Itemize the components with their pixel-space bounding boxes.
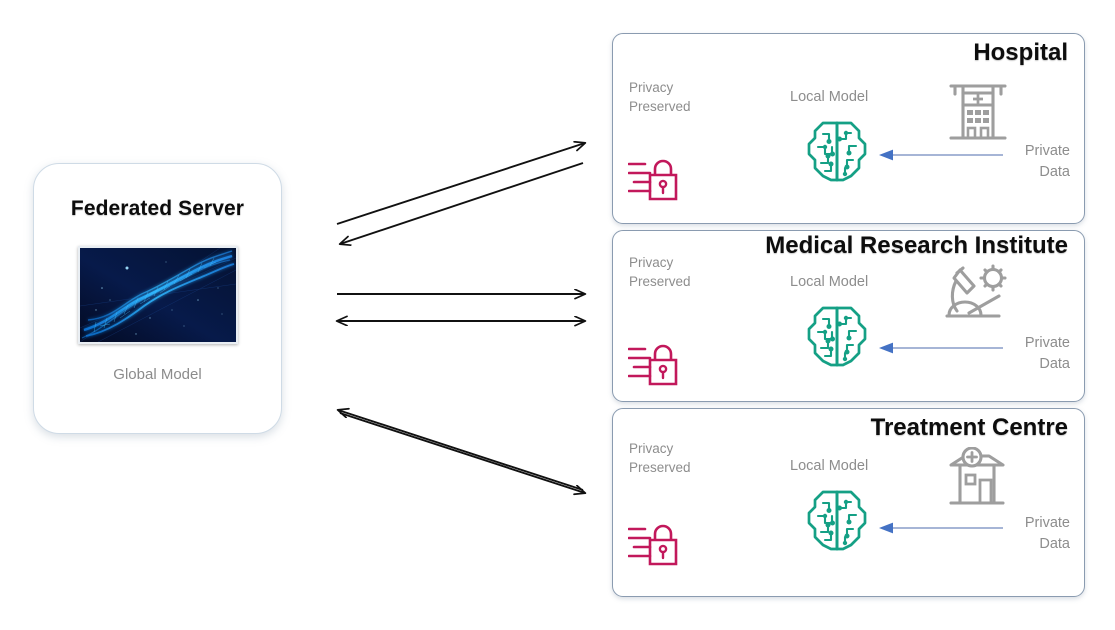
privacy-line-1: Privacy bbox=[629, 80, 674, 95]
private-data-line-2: Data bbox=[1039, 355, 1070, 372]
private-data-line-1: Private bbox=[1024, 515, 1070, 531]
connector-server-treatment bbox=[338, 410, 585, 493]
privacy-preserved-label: Privacy Preserved bbox=[629, 253, 691, 291]
privacy-line-2: Preserved bbox=[629, 460, 691, 476]
private-data-line-1: Private bbox=[1024, 335, 1070, 351]
local-model-label: Local Model bbox=[790, 458, 869, 474]
brain-circuit-icon bbox=[801, 485, 873, 557]
local-model-label: Local Model bbox=[790, 274, 869, 290]
privacy-preserved-label: Privacy Preserved bbox=[629, 78, 691, 116]
connector-server-research bbox=[337, 294, 585, 321]
privacy-line-1: Privacy bbox=[629, 255, 674, 270]
institution-card-hospital[interactable]: Hospital Privacy Preserved Local Model bbox=[612, 33, 1085, 224]
hospital-building-icon bbox=[945, 77, 1011, 147]
connector-server-hospital bbox=[336, 143, 585, 244]
privacy-lock-icon bbox=[627, 521, 680, 567]
institution-title: Treatment Centre bbox=[870, 414, 1068, 441]
private-data-label: Private Data bbox=[1025, 333, 1070, 374]
privacy-preserved-label: Privacy Preserved bbox=[629, 439, 691, 477]
federated-server-card[interactable]: Federated Server bbox=[33, 163, 282, 434]
privacy-line-1: Privacy bbox=[629, 441, 674, 456]
private-data-arrow-icon bbox=[878, 341, 1003, 355]
brain-circuit-icon bbox=[801, 116, 873, 188]
private-data-line-2: Data bbox=[1039, 535, 1070, 552]
private-data-line-2: Data bbox=[1039, 163, 1070, 180]
federated-server-title: Federated Server bbox=[70, 197, 245, 220]
clinic-building-icon bbox=[943, 446, 1009, 517]
privacy-lock-icon bbox=[627, 156, 680, 202]
private-data-line-1: Private bbox=[1024, 143, 1070, 159]
private-data-arrow-icon bbox=[878, 148, 1003, 162]
privacy-line-2: Preserved bbox=[629, 99, 691, 115]
private-data-label: Private Data bbox=[1025, 513, 1070, 554]
local-model-label: Local Model bbox=[790, 89, 869, 105]
privacy-line-2: Preserved bbox=[629, 274, 691, 290]
institution-title: Medical Research Institute bbox=[765, 232, 1068, 259]
institution-card-treatment[interactable]: Treatment Centre Privacy Preserved Local… bbox=[612, 408, 1085, 597]
institution-title: Hospital bbox=[973, 39, 1068, 66]
neural-network-visualization bbox=[77, 246, 238, 344]
privacy-lock-icon bbox=[627, 341, 680, 387]
microscope-virus-icon bbox=[943, 263, 1009, 333]
global-model-label: Global Model bbox=[113, 366, 202, 383]
institution-card-research[interactable]: Medical Research Institute Privacy Prese… bbox=[612, 230, 1085, 402]
private-data-arrow-icon bbox=[878, 521, 1003, 535]
private-data-label: Private Data bbox=[1025, 141, 1070, 182]
brain-circuit-icon bbox=[801, 301, 873, 373]
